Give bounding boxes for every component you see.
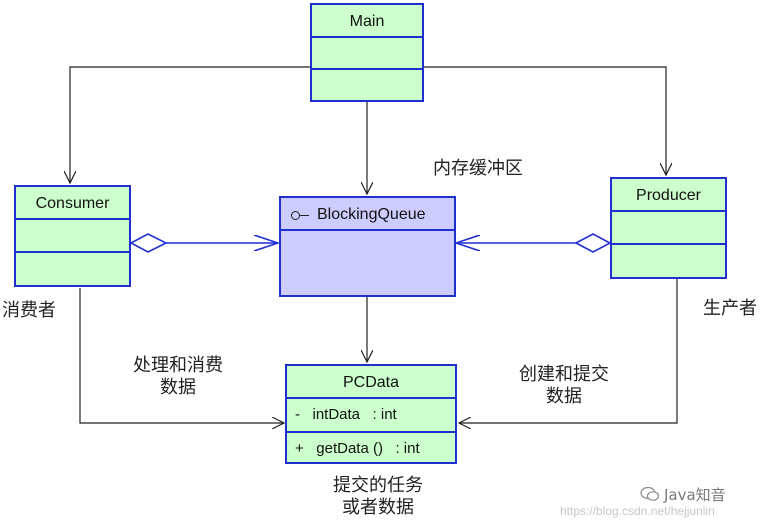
producer-aggregation-diamond (574, 233, 612, 253)
process-data-line2: 数据 (160, 377, 196, 398)
producer-class-name: Producer (612, 179, 725, 212)
blocking-queue-name: BlockingQueue (317, 206, 426, 223)
process-data-line1: 处理和消费 (133, 355, 223, 376)
task-data-label: 提交的任务 或者数据 (320, 475, 436, 519)
producer-attributes-section (612, 212, 725, 245)
create-submit-line1: 创建和提交 (519, 364, 609, 385)
url-watermark: https://blog.csdn.net/hejjunlin (560, 504, 715, 518)
brand-text: Java知音 (664, 486, 726, 504)
create-submit-line2: 数据 (546, 386, 582, 407)
main-class-box[interactable]: Main (310, 3, 424, 102)
main-operations-section (312, 70, 422, 100)
consumer-aggregation-diamond (129, 233, 168, 253)
pcdata-class-box[interactable]: PCData - intData : int + getData () : in… (285, 364, 457, 464)
main-to-consumer-line (70, 66, 310, 183)
producer-role-label: 生产者 (703, 298, 757, 319)
main-attributes-section (312, 38, 422, 70)
consumer-role-label: 消费者 (2, 300, 56, 321)
consumer-class-name: Consumer (16, 187, 129, 220)
create-submit-label: 创建和提交 数据 (506, 364, 622, 408)
consumer-attributes-section (16, 220, 129, 253)
main-to-producer-line (424, 66, 666, 175)
wechat-icon (640, 486, 660, 506)
pcdata-attribute-intdata: - intData : int (295, 406, 397, 423)
blocking-queue-header: BlockingQueue (281, 198, 454, 231)
pcdata-operation-getdata: + getData () : int (287, 431, 455, 463)
wechat-brand-watermark: Java知音 (640, 484, 726, 506)
task-data-line2: 或者数据 (342, 497, 414, 518)
interface-lollipop-icon (291, 210, 309, 220)
buffer-label: 内存缓冲区 (433, 158, 523, 179)
consumer-operations-section (16, 253, 129, 285)
process-data-label: 处理和消费 数据 (120, 355, 236, 399)
task-data-line1: 提交的任务 (333, 475, 423, 496)
consumer-class-box[interactable]: Consumer (14, 185, 131, 287)
producer-operations-section (612, 245, 725, 277)
blocking-queue-interface-box[interactable]: BlockingQueue (279, 196, 456, 297)
pcdata-class-name: PCData (287, 366, 455, 399)
consumer-to-pcdata-line (79, 288, 284, 423)
main-class-name: Main (312, 5, 422, 38)
producer-class-box[interactable]: Producer (610, 177, 727, 279)
producer-to-pcdata-line (459, 279, 678, 423)
